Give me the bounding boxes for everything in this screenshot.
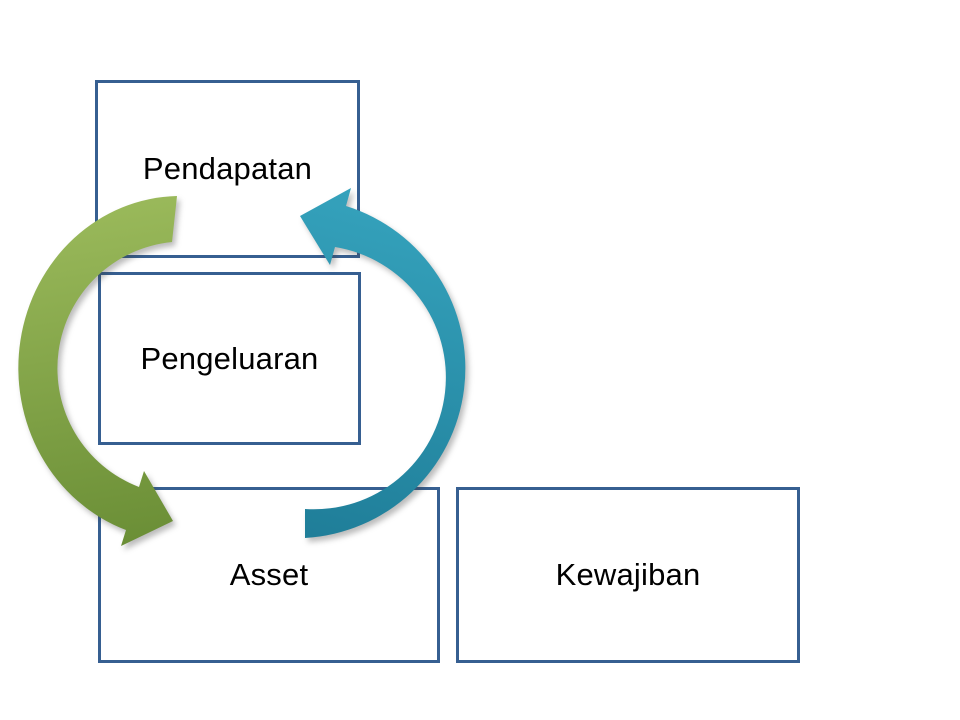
- box-kewajiban: Kewajiban: [456, 487, 800, 663]
- box-asset: Asset: [98, 487, 440, 663]
- box-pengeluaran: Pengeluaran: [98, 272, 361, 445]
- box-asset-label: Asset: [229, 557, 309, 592]
- box-pendapatan: Pendapatan: [95, 80, 360, 258]
- box-pendapatan-label: Pendapatan: [142, 151, 313, 186]
- box-kewajiban-label: Kewajiban: [555, 557, 701, 592]
- box-pengeluaran-label: Pengeluaran: [140, 340, 319, 376]
